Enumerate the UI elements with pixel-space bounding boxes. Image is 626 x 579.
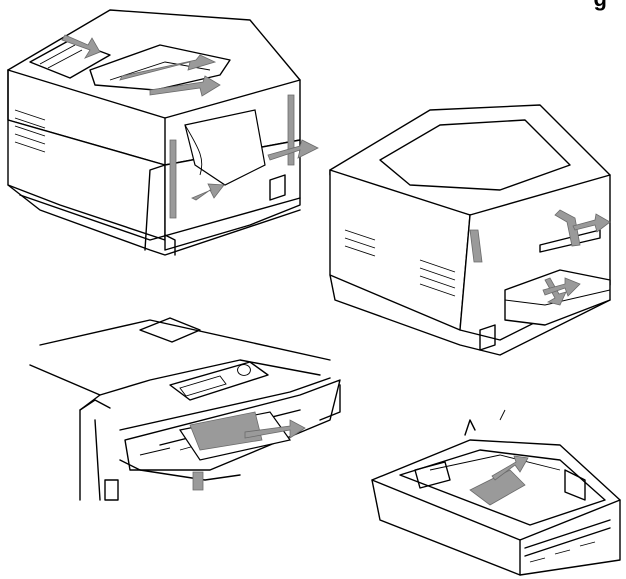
front-paper-path-arrows — [61, 34, 319, 219]
cassette-body — [371, 409, 621, 576]
cassette-feed-arrows — [469, 455, 529, 506]
cropped-heading-text: g — [594, 0, 608, 12]
printer-front-body — [7, 9, 301, 256]
tray-paper-feed-arrows — [189, 411, 306, 491]
rear-paper-path-arrows — [469, 209, 611, 306]
